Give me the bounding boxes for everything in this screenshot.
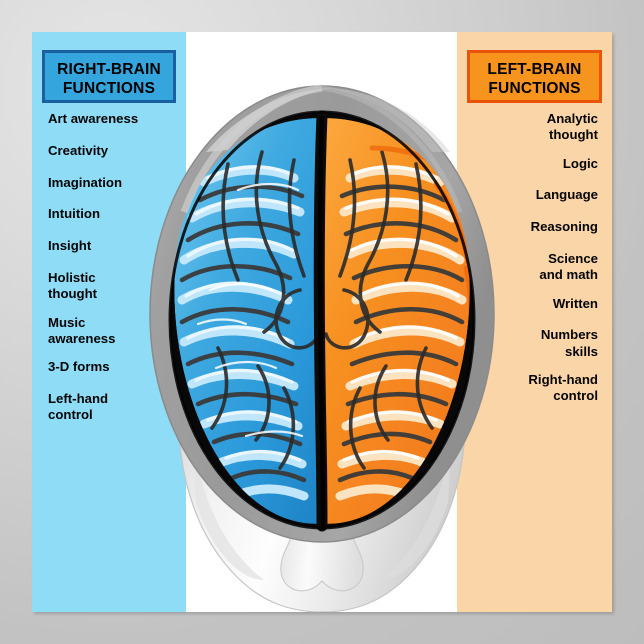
illustration-stage [186, 32, 457, 612]
list-item: Reasoning [530, 219, 598, 235]
list-item-line: thought [548, 127, 598, 143]
list-item: Art awareness [48, 111, 139, 126]
left-brain-title-box: LEFT-BRAIN FUNCTIONS [467, 50, 602, 103]
list-item: Holistic thought [48, 270, 172, 303]
right-brain-title-box: RIGHT-BRAIN FUNCTIONS [42, 50, 176, 103]
list-item-line: Analytic [546, 111, 598, 126]
list-item-line: Numbers [540, 327, 598, 343]
list-item: Written [552, 295, 598, 311]
list-item-line: Music [48, 314, 86, 330]
list-item: Right-hand control [470, 372, 598, 405]
list-item-line: Right-hand [528, 371, 598, 387]
left-brain-panel: LEFT-BRAIN FUNCTIONS Analytic thought Lo… [457, 32, 612, 612]
list-item-line: Holistic [48, 269, 96, 285]
poster: RIGHT-BRAIN FUNCTIONS Art awareness Crea… [32, 32, 612, 612]
list-item-line: thought [48, 286, 98, 302]
list-item: Language [535, 187, 598, 203]
list-item-line: control [553, 388, 598, 404]
right-brain-title-line2: FUNCTIONS [62, 80, 156, 97]
list-item: Science and math [470, 251, 598, 284]
left-brain-title-line1: LEFT-BRAIN [487, 61, 582, 78]
right-brain-function-list: Art awareness Creativity Imagination Int… [48, 111, 172, 436]
list-item-line: control [48, 407, 93, 423]
list-item: Music awareness [48, 315, 172, 348]
right-brain-title-line1: RIGHT-BRAIN [57, 61, 161, 78]
list-item-line: and math [539, 267, 598, 283]
left-brain-title-line2: FUNCTIONS [488, 80, 581, 97]
list-item: 3-D forms [48, 359, 110, 375]
list-item-line: skills [565, 343, 598, 359]
list-item: Creativity [48, 142, 109, 158]
list-item: Left-hand control [48, 391, 172, 424]
list-item-line: Left-hand [48, 390, 109, 406]
list-item: Numbers skills [470, 327, 598, 360]
right-brain-panel: RIGHT-BRAIN FUNCTIONS Art awareness Crea… [32, 32, 186, 612]
left-brain-function-list: Analytic thought Logic Language Reasonin… [470, 111, 598, 417]
list-item: Logic [562, 155, 598, 171]
list-item: Analytic thought [470, 111, 598, 144]
list-item-line: awareness [48, 330, 116, 346]
list-item: Imagination [48, 174, 122, 190]
list-item-line: Science [548, 250, 598, 266]
list-item: Intuition [48, 206, 100, 222]
list-item: Insight [48, 238, 92, 254]
